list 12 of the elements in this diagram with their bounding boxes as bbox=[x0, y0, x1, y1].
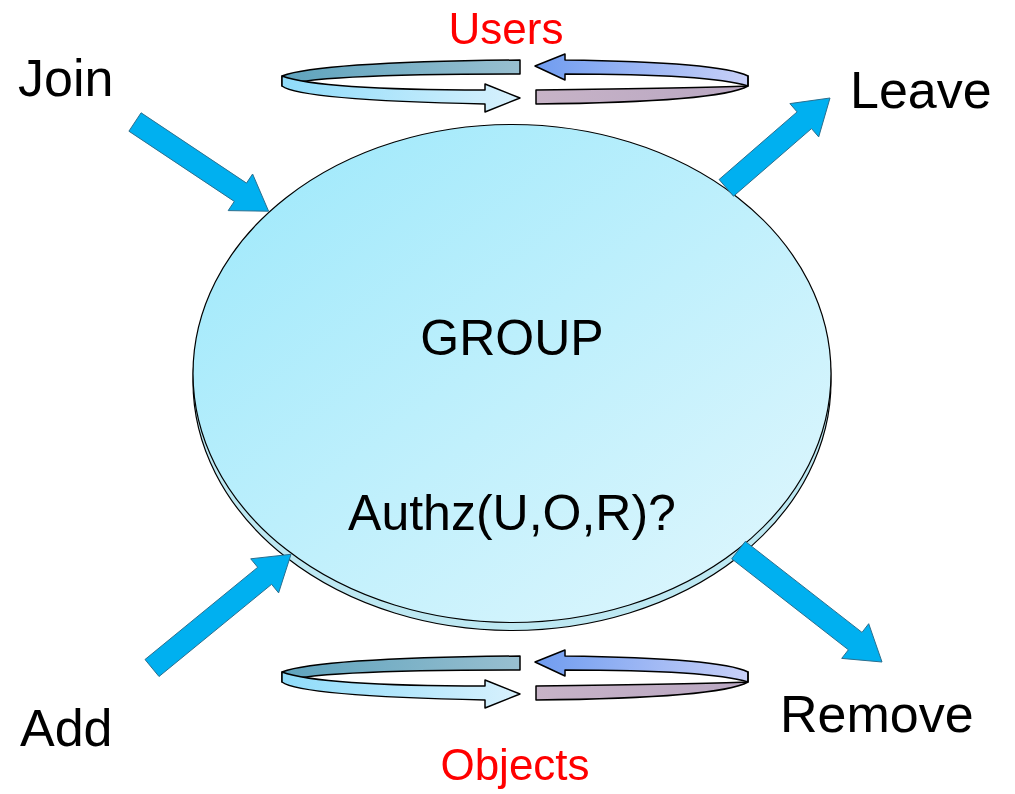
authorization-query: Authz(U,O,R)? bbox=[347, 484, 677, 543]
action-label: Remove bbox=[780, 684, 974, 744]
block-arrow bbox=[731, 540, 883, 663]
action-label: Add bbox=[20, 698, 113, 758]
block-arrow bbox=[128, 112, 270, 212]
action-label: Join bbox=[18, 48, 114, 108]
block-arrow bbox=[718, 97, 831, 197]
group-title: GROUP bbox=[419, 309, 605, 368]
action-label: Leave bbox=[850, 60, 992, 120]
block-arrow bbox=[144, 553, 292, 677]
cycle-label: Users bbox=[447, 4, 565, 54]
cycle-label: Objects bbox=[439, 740, 591, 790]
